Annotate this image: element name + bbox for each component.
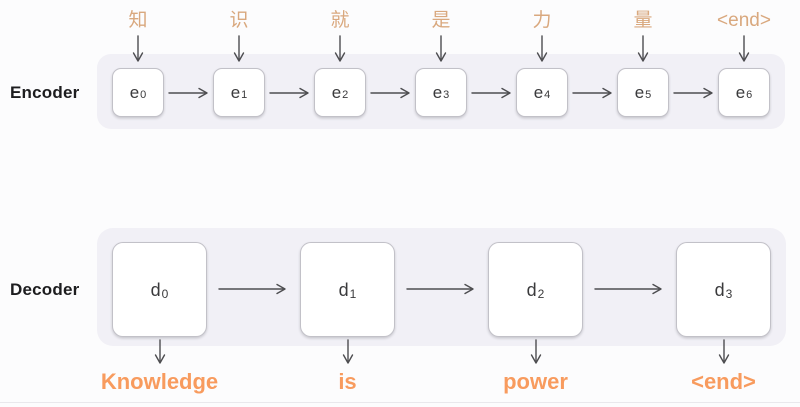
encoder-flow-arrow-icon xyxy=(370,87,410,98)
decoder-panel xyxy=(97,228,786,346)
bottom-divider xyxy=(0,402,800,403)
encoder-input-arrow-icon xyxy=(132,35,144,62)
unit-subscript: 3 xyxy=(725,287,733,301)
unit-symbol: e xyxy=(129,83,140,102)
decoder-output-arrow-icon xyxy=(718,339,729,364)
decoder-output-token: Knowledge xyxy=(100,369,219,394)
unit-subscript: 2 xyxy=(342,89,349,101)
encoder-label: Encoder xyxy=(10,83,80,102)
encoder-input-token: 就 xyxy=(330,10,350,31)
unit-subscript: 6 xyxy=(746,89,753,101)
encoder-input-arrow-icon xyxy=(233,35,245,62)
decoder-output-token: power xyxy=(503,369,568,394)
unit-subscript: 1 xyxy=(349,287,357,301)
encoder-flow-arrow-icon xyxy=(269,87,309,98)
decoder-label: Decoder xyxy=(10,280,80,299)
decoder-flow-arrow-icon xyxy=(217,283,286,295)
encoder-input-token: 力 xyxy=(532,10,552,31)
decoder-flow-arrow-icon xyxy=(593,283,662,295)
encoder-input-token: 知 xyxy=(128,10,148,31)
unit-symbol: e xyxy=(331,83,342,102)
unit-subscript: 0 xyxy=(161,287,169,301)
encoder-input-token: <end> xyxy=(717,10,771,31)
unit-symbol: e xyxy=(533,83,544,102)
decoder-output-arrow-icon xyxy=(154,339,165,364)
decoder-output-token: is xyxy=(338,369,357,394)
unit-subscript: 0 xyxy=(140,89,147,101)
unit-subscript: 1 xyxy=(241,89,248,101)
encoder-input-token: 是 xyxy=(431,10,451,31)
encoder-input-arrow-icon xyxy=(536,35,548,62)
unit-symbol: e xyxy=(634,83,645,102)
decoder-output-token: <end> xyxy=(691,369,756,394)
encoder-input-token: 识 xyxy=(229,10,249,31)
encoder-input-arrow-icon xyxy=(738,35,750,62)
decoder-output-arrow-icon xyxy=(342,339,353,364)
unit-symbol: d xyxy=(150,279,161,300)
unit-subscript: 4 xyxy=(544,89,551,101)
unit-symbol: e xyxy=(432,83,443,102)
encoder-input-arrow-icon xyxy=(637,35,649,62)
encoder-flow-arrow-icon xyxy=(673,87,713,98)
encoder-flow-arrow-icon xyxy=(572,87,612,98)
unit-symbol: e xyxy=(735,83,746,102)
encoder-flow-arrow-icon xyxy=(168,87,208,98)
encoder-flow-arrow-icon xyxy=(471,87,511,98)
unit-symbol: e xyxy=(230,83,241,102)
unit-subscript: 2 xyxy=(537,287,545,301)
encoder-input-arrow-icon xyxy=(334,35,346,62)
encoder-input-token: 量 xyxy=(633,10,653,31)
unit-symbol: d xyxy=(526,279,537,300)
encoder-input-arrow-icon xyxy=(435,35,447,62)
decoder-flow-arrow-icon xyxy=(405,283,474,295)
unit-subscript: 3 xyxy=(443,89,450,101)
unit-symbol: d xyxy=(338,279,349,300)
decoder-output-arrow-icon xyxy=(530,339,541,364)
unit-subscript: 5 xyxy=(645,89,652,101)
unit-symbol: d xyxy=(714,279,725,300)
